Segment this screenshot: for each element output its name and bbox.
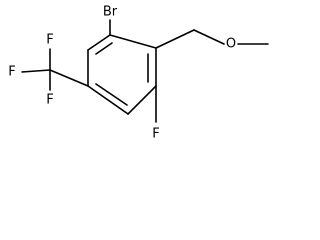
ring-bond-c3-c4 (127, 85, 157, 115)
ring-bond-c6-c1 (87, 34, 111, 51)
bond-c2-ch2 (155, 29, 195, 49)
atom-label-o: O (226, 37, 236, 52)
atom-label-f-ring: F (152, 127, 159, 142)
atom-label-f-cf3-top: F (46, 33, 53, 48)
molecule-structure-diagram: Br O F F F F (8, 4, 269, 142)
ring-bond-c4-c5 (87, 85, 129, 115)
atom-label-f-cf3-bottom: F (46, 93, 53, 108)
bond-c5-cf3 (49, 69, 89, 87)
ring-double-bond-c4-c5 (95, 83, 128, 106)
atom-label-br: Br (103, 5, 118, 20)
bond-cf3-f-left (21, 69, 51, 73)
benzene-ring (87, 34, 157, 115)
bond-ch2-o (193, 29, 225, 45)
ring-bond-c1-c2 (109, 34, 157, 49)
ring-double-bond-c6-c1 (95, 42, 113, 55)
atom-label-f-cf3-left: F (8, 65, 15, 80)
